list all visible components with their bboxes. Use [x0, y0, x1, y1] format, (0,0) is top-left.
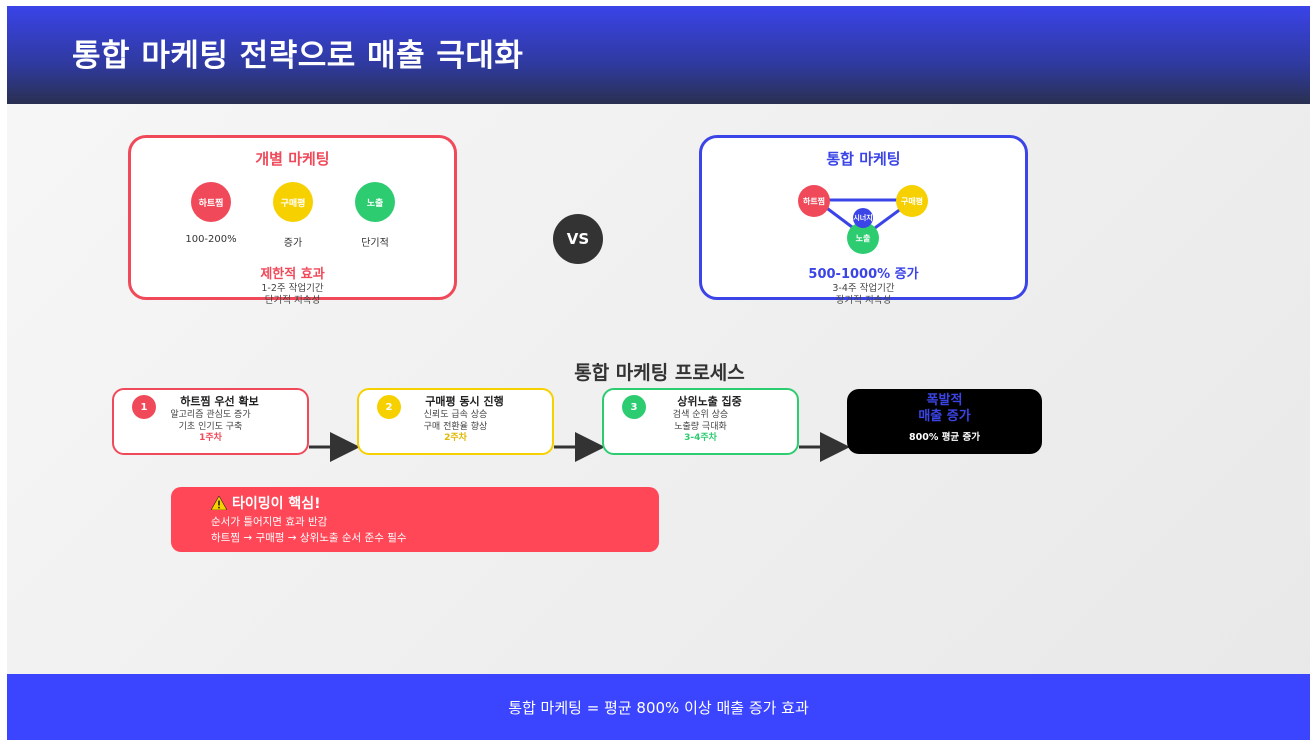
step-3-number: 3	[622, 395, 646, 419]
integrated-node-heart: 하트찜	[798, 185, 830, 217]
integrated-card-title: 통합 마케팅	[826, 150, 901, 168]
warning-line1: 순서가 틀어지면 효과 반감	[211, 516, 328, 528]
step-1-desc: 알고리즘 관심도 증가 기초 인기도 구축 1주차	[114, 410, 307, 445]
step-2-number: 2	[377, 395, 401, 419]
step-2-line1: 신뢰도 급속 상승	[423, 410, 488, 420]
process-step-1: 1 하트찜 우선 확보 알고리즘 관심도 증가 기초 인기도 구축 1주차	[112, 388, 309, 455]
synergy-center-node: 시너지	[853, 208, 873, 228]
step-2-desc: 신뢰도 급속 상승 구매 전환율 향상 2주차	[359, 410, 552, 445]
integrated-effect: 500-1000% 증가	[808, 267, 919, 282]
integrated-persistence: 장기적 지속성	[835, 295, 892, 306]
vs-badge: VS	[553, 214, 603, 264]
individual-node-heart: 하트찜	[191, 182, 231, 222]
warning-line2: 하트찜 → 구매평 → 상위노출 순서 준수 필수	[211, 532, 407, 544]
step-2-week: 2주차	[444, 433, 467, 443]
process-result: 폭발적 매출 증가 800% 평균 증가	[847, 389, 1042, 454]
individual-caption-exposure: 단기적	[361, 238, 389, 249]
step-1-line2: 기초 인기도 구축	[178, 421, 243, 432]
step-2-line2: 구매 전환율 향상	[423, 421, 488, 432]
step-3-week: 3-4주차	[684, 433, 717, 443]
timing-warning-box: 타이밍이 핵심! 순서가 틀어지면 효과 반감 하트찜 → 구매평 → 상위노출…	[171, 487, 659, 552]
step-1-title: 하트찜 우선 확보	[180, 395, 259, 408]
result-title: 폭발적 매출 증가	[847, 393, 1042, 425]
step-2-title: 구매평 동시 진행	[425, 395, 504, 408]
page-title: 통합 마케팅 전략으로 매출 극대화	[72, 38, 524, 74]
result-line2: 매출 증가	[918, 409, 971, 424]
step-1-week: 1주차	[199, 433, 222, 443]
process-title: 통합 마케팅 프로세스	[574, 362, 745, 384]
individual-effect: 제한적 효과	[260, 267, 325, 282]
step-3-title: 상위노출 집중	[677, 395, 742, 408]
individual-node-review: 구매평	[273, 182, 313, 222]
integrated-duration: 3-4주 작업기간	[832, 283, 895, 294]
step-3-line1: 검색 순위 상승	[672, 410, 729, 420]
individual-node-exposure: 노출	[355, 182, 395, 222]
step-1-number: 1	[132, 395, 156, 419]
step-3-desc: 검색 순위 상승 노출량 극대화 3-4주차	[604, 410, 797, 445]
individual-marketing-card: 개별 마케팅 하트찜 구매평 노출 100-200% 증가 단기적 제한적 효과…	[128, 135, 457, 306]
slide: 통합 마케팅 전략으로 매출 극대화 개별 마케팅 하트찜 구매평 노출 100…	[7, 6, 1310, 740]
header-bar: 통합 마케팅 전략으로 매출 극대화	[7, 6, 1310, 104]
step-1-line1: 알고리즘 관심도 증가	[170, 410, 251, 420]
individual-persistence: 단기적 지속성	[264, 295, 321, 306]
individual-card-title: 개별 마케팅	[255, 150, 330, 168]
process-step-2: 2 구매평 동시 진행 신뢰도 급속 상승 구매 전환율 향상 2주차	[357, 388, 554, 455]
process-arrows	[309, 432, 850, 462]
warning-title: 타이밍이 핵심!	[232, 496, 321, 512]
integrated-marketing-card: 통합 마케팅 하트찜 구매평 노출 시너지 500-1000% 증가 3-4주 …	[699, 135, 1028, 306]
process-step-3: 3 상위노출 집중 검색 순위 상승 노출량 극대화 3-4주차	[602, 388, 799, 455]
individual-duration: 1-2주 작업기간	[261, 283, 324, 294]
integrated-node-review: 구매평	[896, 185, 928, 217]
individual-caption-review: 증가	[283, 238, 303, 249]
warning-heading: 타이밍이 핵심!	[211, 493, 321, 513]
individual-caption-heart: 100-200%	[185, 234, 237, 245]
footer-summary: 통합 마케팅 = 평균 800% 이상 매출 증가 효과	[508, 698, 809, 717]
footer-bar: 통합 마케팅 = 평균 800% 이상 매출 증가 효과	[7, 674, 1310, 740]
result-line1: 폭발적	[926, 393, 963, 408]
step-3-line2: 노출량 극대화	[674, 421, 727, 432]
result-sub: 800% 평균 증가	[909, 432, 980, 443]
warning-icon	[211, 496, 227, 510]
